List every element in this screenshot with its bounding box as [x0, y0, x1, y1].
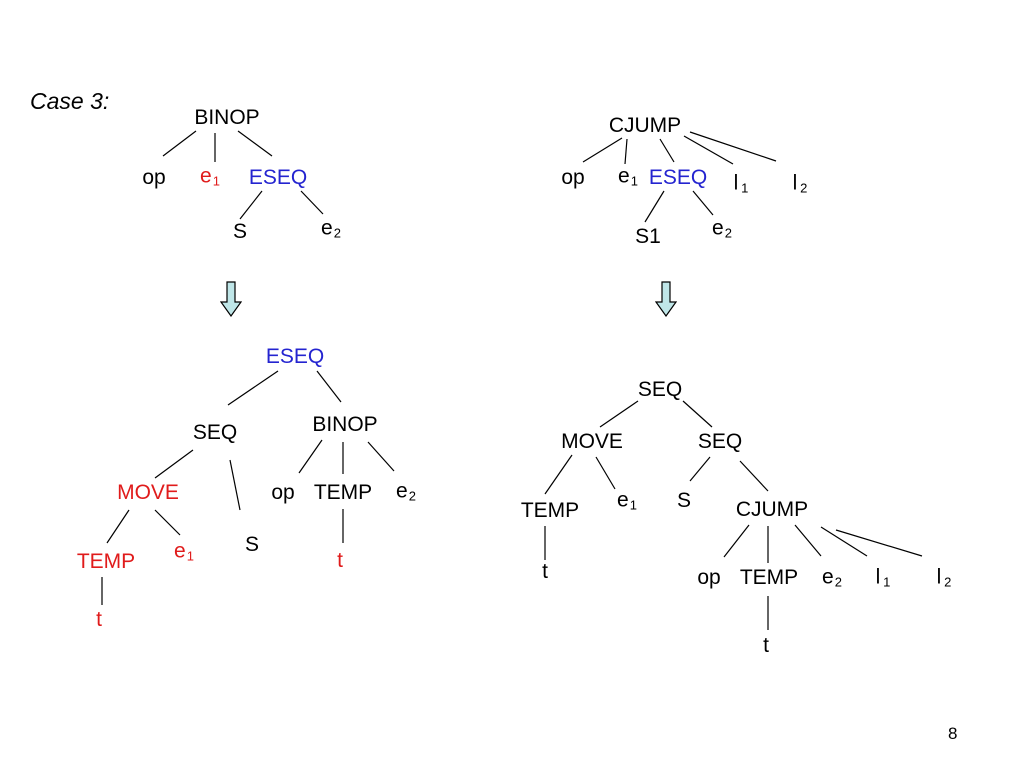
node-l2: l 2	[792, 171, 808, 196]
edge-seq-cjump	[739, 460, 769, 492]
node-temp: TEMP	[76, 550, 136, 573]
node-temp: TEMP	[313, 481, 373, 504]
edge-seq-move	[599, 400, 639, 428]
edge-binop-eseq	[237, 130, 273, 157]
node-l1: l 1	[875, 565, 891, 590]
node-s: S	[244, 533, 260, 556]
edge-cjump-eseq	[659, 138, 675, 163]
node-t: t	[96, 608, 102, 631]
edge-eseq-binop	[316, 370, 342, 403]
node-l1: l 1	[733, 171, 749, 196]
edge-seq-s	[229, 459, 241, 511]
edge-move-temp	[544, 454, 573, 495]
down-arrow-icon	[655, 281, 677, 317]
node-binop: BINOP	[312, 413, 378, 436]
edge-cjump-l2	[835, 529, 923, 557]
edge-cjump-l1	[820, 526, 868, 557]
node-seq: SEQ	[637, 378, 683, 401]
edge-eseq-e2	[692, 190, 714, 216]
node-s: S	[676, 489, 692, 512]
node-cjump: CJUMP	[608, 114, 682, 137]
node-cjump: CJUMP	[735, 498, 809, 521]
node-e1: e1	[174, 539, 194, 564]
node-e2: e2	[321, 216, 341, 241]
node-binop: BINOP	[194, 106, 260, 129]
node-t: t	[337, 549, 343, 572]
node-move: MOVE	[117, 481, 179, 504]
node-seq: SEQ	[192, 421, 238, 444]
node-s1: S1	[635, 225, 661, 248]
edge-move-e1	[154, 509, 181, 536]
edge-eseq-s	[239, 190, 263, 220]
node-eseq: ESEQ	[265, 345, 325, 368]
node-t: t	[542, 560, 548, 583]
edge-cjump-op	[582, 137, 623, 163]
node-l2: l 2	[936, 565, 952, 590]
node-op: op	[142, 166, 166, 189]
edge-seq-move	[154, 449, 194, 479]
node-op: op	[271, 481, 295, 504]
edge-binop-e2	[367, 441, 395, 472]
node-move: MOVE	[561, 430, 623, 453]
node-s: S	[232, 220, 248, 243]
node-e2: e2	[712, 216, 732, 241]
node-temp: TEMP	[739, 566, 799, 589]
edge-binop-op	[298, 439, 323, 474]
node-e1: e1	[618, 164, 638, 189]
node-temp: TEMP	[520, 499, 580, 522]
edge-cjump-op	[723, 524, 750, 558]
edge-eseq-s1	[644, 190, 665, 223]
edge-cjump-l2	[689, 131, 777, 162]
node-eseq: ESEQ	[248, 166, 308, 189]
edge-cjump-l1	[683, 135, 734, 165]
edge-binop-op	[162, 130, 197, 157]
edge-move-temp	[106, 509, 130, 544]
node-e2: e2	[822, 565, 842, 590]
edge-eseq-seq	[227, 370, 279, 406]
edge-eseq-e2	[300, 190, 324, 215]
edge-cjump-e2	[794, 524, 822, 557]
node-seq: SEQ	[697, 430, 743, 453]
case-title: Case 3:	[30, 88, 110, 114]
node-e1: e1	[617, 488, 637, 513]
page-number: 8	[948, 724, 958, 743]
edge-move-e1	[595, 456, 616, 490]
node-eseq: ESEQ	[648, 166, 708, 189]
edge-seq-s	[689, 456, 711, 482]
node-e2: e2	[396, 479, 416, 504]
node-t: t	[763, 634, 769, 657]
node-op: op	[561, 166, 585, 189]
node-e1: e1	[200, 164, 220, 189]
node-op: op	[697, 566, 721, 589]
edge-seq-seq	[682, 400, 713, 428]
down-arrow-icon	[220, 281, 242, 317]
edge-cjump-e1	[624, 138, 628, 165]
